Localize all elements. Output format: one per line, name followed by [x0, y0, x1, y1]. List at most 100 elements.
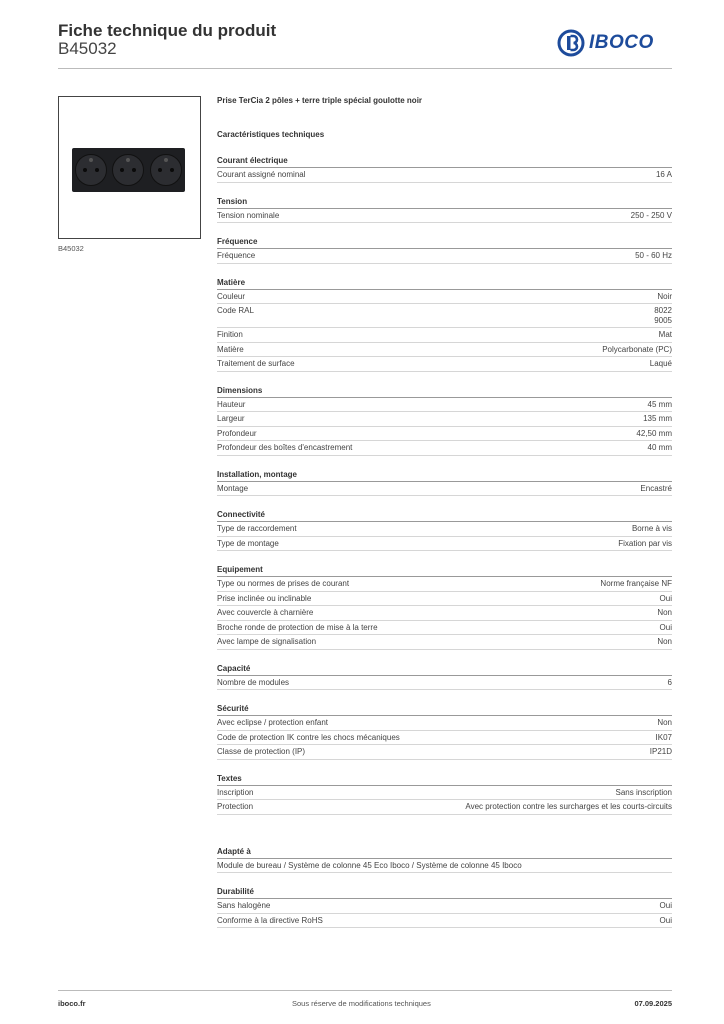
spec-row: Nombre de modules 6: [217, 676, 672, 690]
spec-value: Borne à vis: [631, 524, 672, 533]
spec-label: Inscription: [217, 787, 254, 797]
spec-row: Classe de protection (IP) IP21D: [217, 745, 672, 760]
spec-value: 50 - 60 Hz: [635, 251, 672, 260]
spec-label: Profondeur des boîtes d'encastrement: [217, 443, 353, 452]
adapted-value: Module de bureau / Système de colonne 45…: [217, 859, 672, 873]
spec-row: Sans halogène Oui: [217, 899, 672, 914]
spec-row: Code de protection IK contre les chocs m…: [217, 731, 672, 745]
spec-label: Largeur: [217, 414, 245, 423]
spec-row: Inscription Sans inscription: [217, 786, 672, 800]
spec-value: 8022 9005: [654, 306, 672, 325]
spec-label: Prise inclinée ou inclinable: [217, 593, 312, 603]
spec-label: Hauteur: [217, 399, 246, 409]
durability-title: Durabilité: [217, 887, 672, 899]
spec-value: Encastré: [640, 483, 672, 493]
spec-label: Broche ronde de protection de mise à la …: [217, 622, 378, 632]
page-title: Fiche technique du produit: [58, 21, 277, 40]
spec-value: 135 mm: [643, 414, 672, 423]
section-title: Installation, montage: [217, 470, 672, 482]
product-name: Prise TerCia 2 pôles + terre triple spéc…: [217, 96, 423, 105]
spec-value: Oui: [659, 622, 672, 632]
spec-value: Sans inscription: [615, 787, 672, 797]
footer-date: 07.09.2025: [634, 999, 672, 1008]
spec-label: Conforme à la directive RoHS: [217, 915, 323, 925]
spec-label: Courant assigné nominal: [217, 170, 306, 179]
spec-label: Traitement de surface: [217, 359, 295, 368]
spec-label: Montage: [217, 483, 249, 493]
section-title: Fréquence: [217, 237, 672, 249]
section-title: Connectivité: [217, 510, 672, 522]
spec-value: Non: [657, 637, 672, 646]
spec-row: Montage Encastré: [217, 482, 672, 496]
spec-row: Type ou normes de prises de courant Norme…: [217, 577, 672, 592]
spec-row: Prise inclinée ou inclinable Oui: [217, 592, 672, 606]
footer-disclaimer: Sous réserve de modifications techniques: [292, 999, 431, 1008]
spec-row: Traitement de surface Laqué: [217, 357, 672, 372]
iboco-logo-icon: [557, 29, 585, 57]
spec-value: Norme française NF: [600, 579, 672, 588]
spec-label: Classe de protection (IP): [217, 747, 306, 756]
spec-label: Protection: [217, 802, 254, 811]
spec-value: 16 A: [655, 170, 672, 179]
spec-value: Oui: [659, 593, 672, 603]
section-title: Courant électrique: [217, 156, 672, 168]
spec-value: IK07: [655, 732, 672, 742]
spec-row: Tension nominale 250 - 250 V: [217, 209, 672, 223]
spec-label: Type de montage: [217, 538, 279, 548]
spec-label: Nombre de modules: [217, 677, 290, 687]
spec-label: Finition: [217, 330, 243, 339]
spec-value: Oui: [659, 915, 672, 925]
image-caption: B45032: [58, 244, 84, 253]
spec-row: Conforme à la directive RoHS Oui: [217, 914, 672, 928]
spec-label: Code de protection IK contre les chocs m…: [217, 732, 400, 742]
spec-value: 45 mm: [647, 399, 672, 409]
spec-value: Mat: [658, 330, 672, 339]
spec-row: Code RAL 8022 9005: [217, 304, 672, 328]
spec-row: Type de raccordement Borne à vis: [217, 522, 672, 537]
section-title: Sécurité: [217, 704, 672, 716]
product-image: [58, 96, 201, 239]
spec-label: Avec eclipse / protection enfant: [217, 718, 329, 727]
spec-label: Tension nominale: [217, 210, 280, 220]
tech-specs-title: Caractéristiques techniques: [217, 130, 325, 139]
spec-label: Avec couvercle à charnière: [217, 608, 314, 617]
spec-value: Avec protection contre les surcharges et…: [465, 802, 672, 811]
spec-value: 42,50 mm: [636, 428, 672, 438]
spec-value: 250 - 250 V: [630, 210, 672, 220]
logo-text: IBOCO: [589, 32, 654, 53]
spec-value: 6: [667, 677, 672, 687]
socket-icon: [150, 154, 183, 186]
product-code: B45032: [58, 39, 117, 58]
section-title: Dimensions: [217, 386, 672, 398]
spec-label: Type ou normes de prises de courant: [217, 579, 350, 588]
spec-label: Fréquence: [217, 251, 256, 260]
spec-row: Largeur 135 mm: [217, 412, 672, 427]
spec-row: Profondeur des boîtes d'encastrement 40 m…: [217, 441, 672, 456]
section-title: Tension: [217, 197, 672, 209]
spec-value: Laqué: [649, 359, 672, 368]
header-divider: [58, 68, 672, 69]
spec-label: Code RAL: [217, 306, 254, 315]
spec-label: Sans halogène: [217, 901, 271, 910]
spec-label: Type de raccordement: [217, 524, 297, 533]
spec-row: Broche ronde de protection de mise à la …: [217, 621, 672, 635]
spec-value: Non: [657, 608, 672, 617]
spec-row: Courant assigné nominal 16 A: [217, 168, 672, 183]
spec-label: Matière: [217, 344, 244, 354]
spec-label: Avec lampe de signalisation: [217, 637, 317, 646]
spec-value: 40 mm: [647, 443, 672, 452]
spec-value: Oui: [659, 901, 672, 910]
spec-row: Type de montage Fixation par vis: [217, 537, 672, 551]
spec-row: Finition Mat: [217, 328, 672, 343]
spec-value: Fixation par vis: [618, 538, 672, 548]
footer-website[interactable]: iboco.fr: [58, 999, 86, 1008]
spec-row: Hauteur 45 mm: [217, 398, 672, 412]
socket-icon: [112, 154, 145, 186]
spec-value: IP21D: [649, 747, 672, 756]
spec-row: Avec couvercle à charnière Non: [217, 606, 672, 621]
